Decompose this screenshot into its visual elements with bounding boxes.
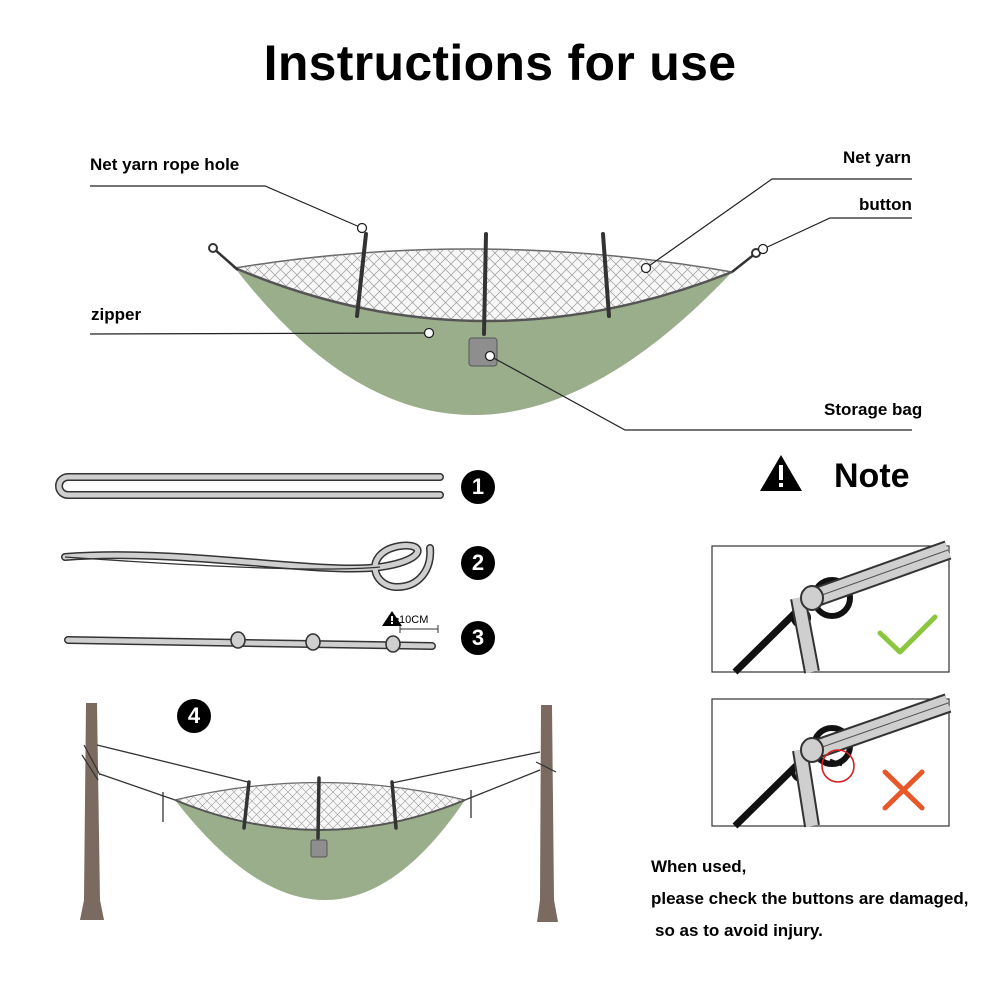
- knots: [230, 631, 401, 653]
- note-line-3: so as to avoid injury.: [655, 921, 823, 940]
- suspension-ropes: [96, 744, 541, 822]
- label-storage-bag: Storage bag: [824, 400, 923, 419]
- check-mark-icon: [877, 614, 938, 655]
- rope-loop-knot: [61, 541, 435, 591]
- label-rope-hole: Net yarn rope hole: [90, 155, 240, 174]
- zipper-line: [234, 266, 733, 323]
- note-line-1: When used,: [651, 857, 747, 876]
- tree-straps: [81, 744, 557, 781]
- warning-icon-small: [382, 611, 402, 626]
- step-number-4: 4: [177, 699, 211, 733]
- gap-marker: [399, 625, 439, 633]
- tree-left: [80, 703, 104, 920]
- page-title: Instructions for use: [263, 35, 737, 91]
- rope-with-knots: [64, 611, 439, 653]
- label-zipper: zipper: [91, 305, 142, 324]
- tree-right: [537, 705, 558, 922]
- step-number-3: 3: [461, 621, 495, 655]
- label-button: button: [859, 195, 912, 214]
- step-number-2: 2: [461, 546, 495, 580]
- hammock-main: [208, 232, 761, 416]
- warning-circle: [821, 749, 855, 783]
- end-rope-left: [212, 247, 239, 271]
- net-support-ropes: [355, 232, 611, 336]
- rope-folded: [55, 473, 444, 499]
- step-number-1: 1: [461, 470, 495, 504]
- correct-usage-panel: [711, 540, 952, 675]
- label-leaders: [89, 178, 912, 431]
- note-line-2: please check the buttons are damaged,: [651, 889, 969, 908]
- incorrect-usage-panel: [711, 693, 952, 829]
- label-net-yarn: Net yarn: [843, 148, 912, 167]
- gap-note: ≥10CM: [393, 614, 429, 626]
- warning-icon: [760, 455, 802, 491]
- note-heading: Note: [834, 457, 910, 495]
- installed-hammock-scene: [80, 703, 558, 922]
- cross-mark-icon: [882, 769, 925, 811]
- label-points: [356, 222, 769, 362]
- end-rope-right: [731, 252, 757, 273]
